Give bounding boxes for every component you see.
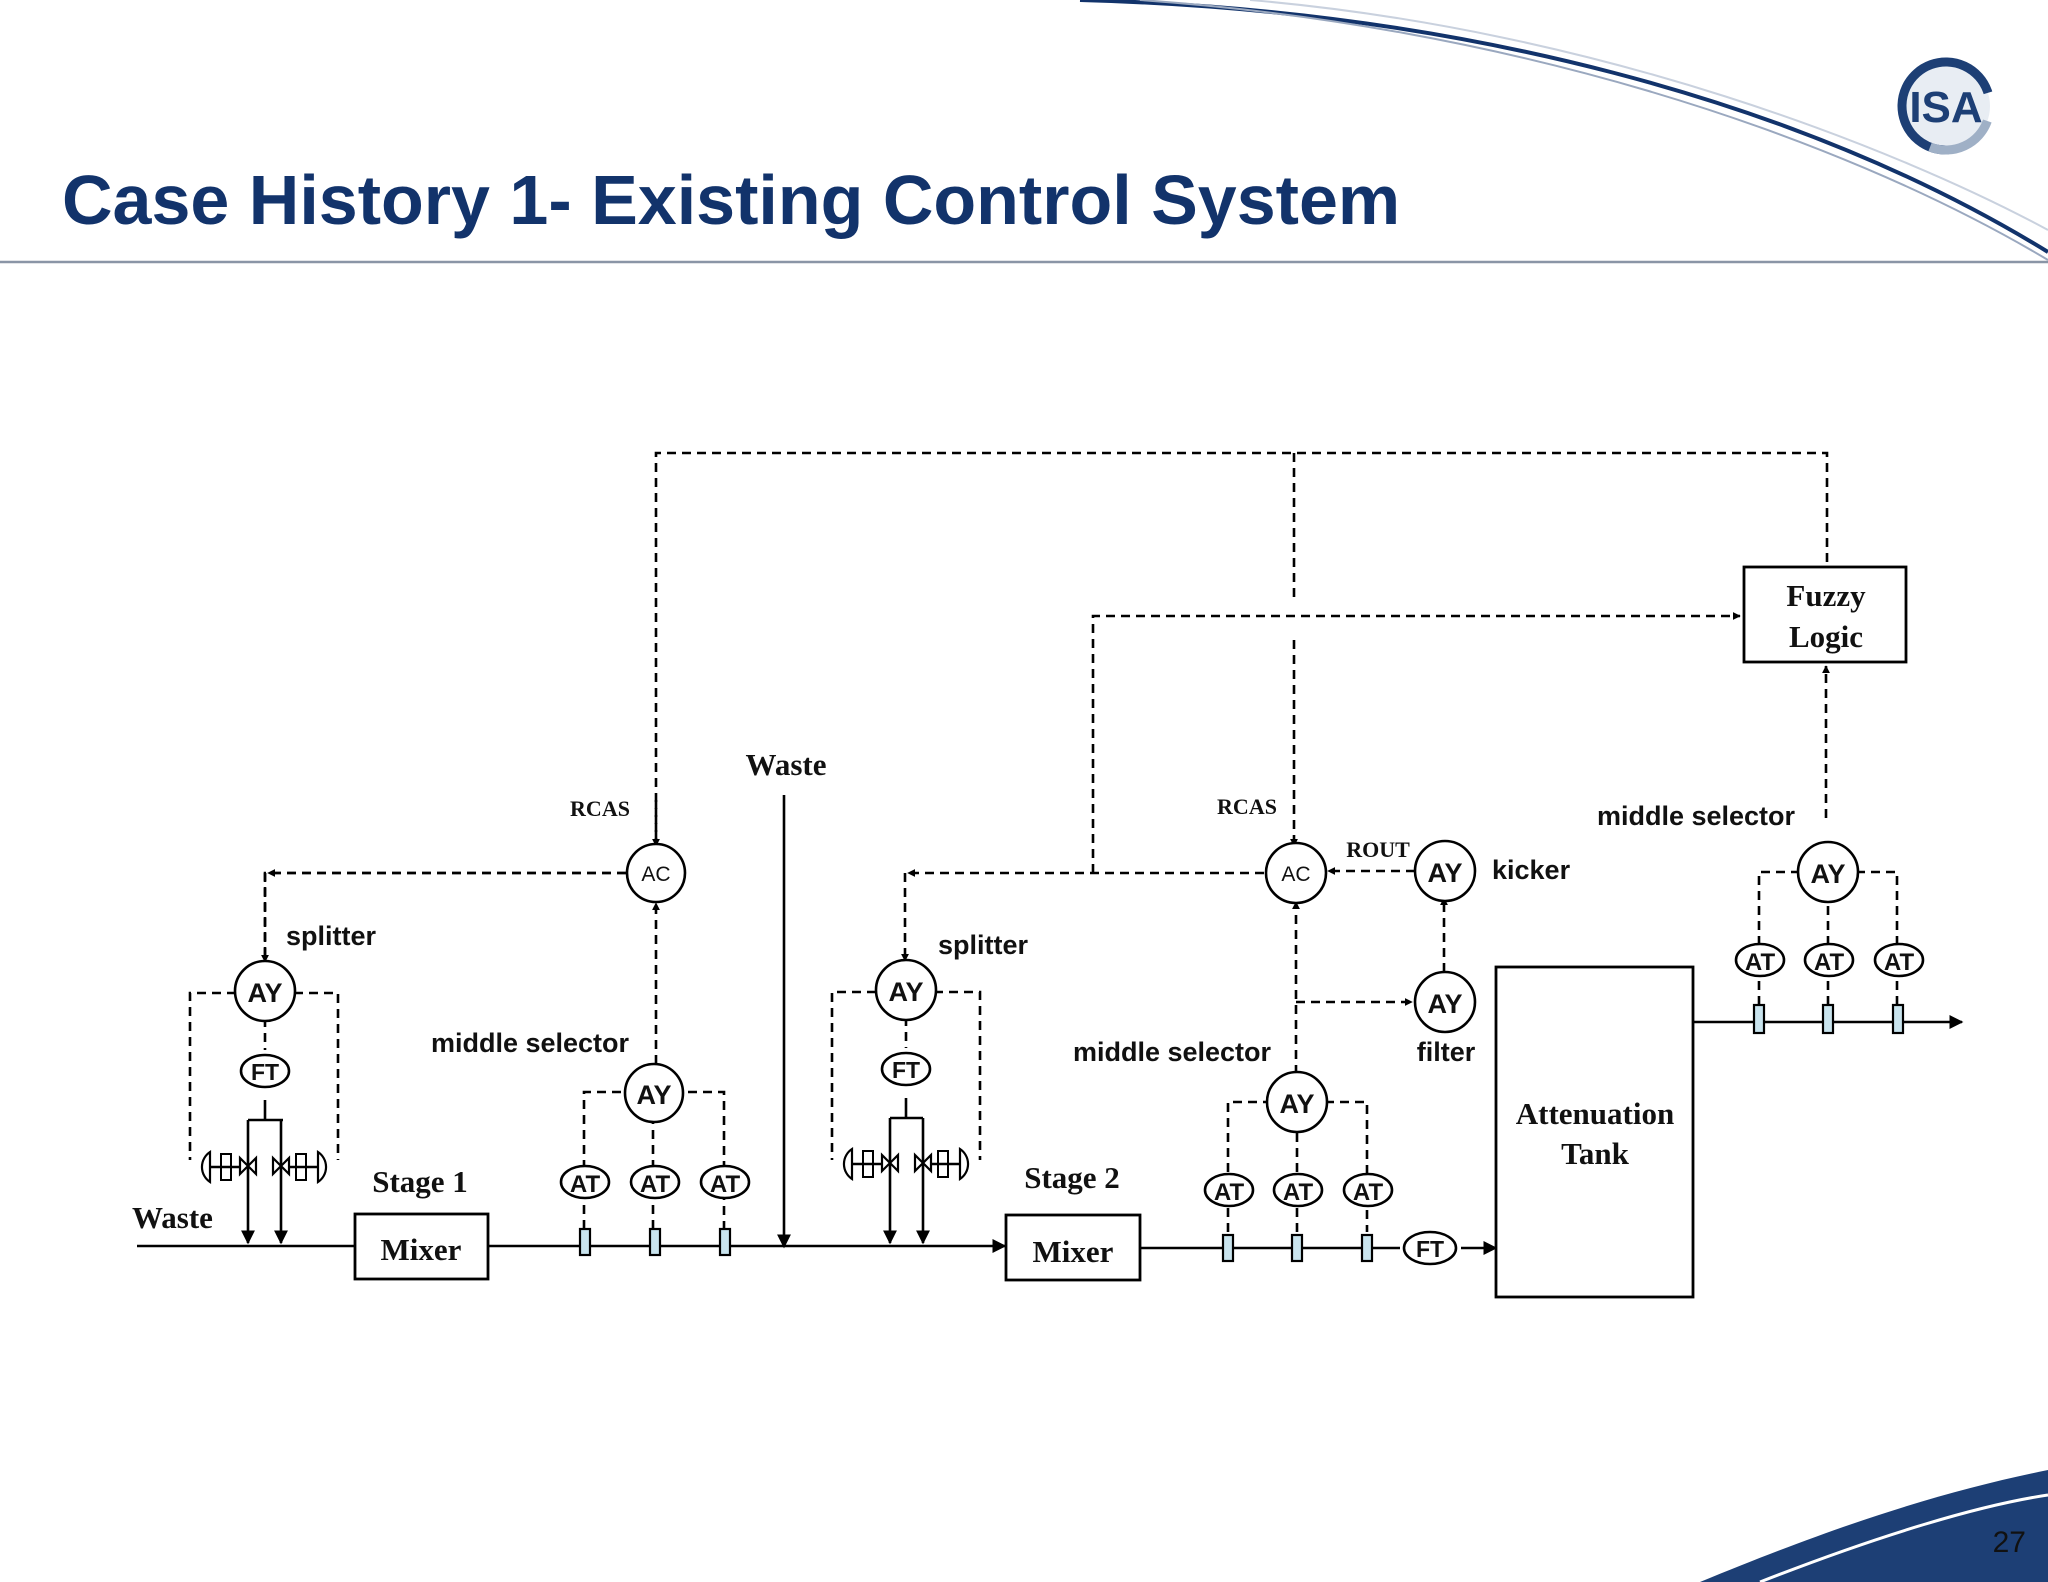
ft-tank-inlet: FT bbox=[1402, 1230, 1458, 1266]
logo-text: ISA bbox=[1909, 83, 1982, 132]
tank-label-line1: Attenuation bbox=[1516, 1096, 1674, 1131]
rout-label: ROUT bbox=[1346, 837, 1410, 862]
svg-text:AY: AY bbox=[1810, 859, 1845, 889]
header-swoosh bbox=[1079, 0, 2048, 261]
at-stage1-b: AT bbox=[629, 1164, 681, 1200]
ay-filter: AY bbox=[1413, 970, 1477, 1034]
ac-controller-1: AC bbox=[625, 842, 687, 904]
stage-1-label: Stage 1 bbox=[372, 1164, 468, 1199]
splitter1-valve-signals bbox=[188, 991, 340, 1160]
waste-left-label: Waste bbox=[132, 1200, 213, 1235]
ay-selector-3: AY bbox=[1796, 840, 1860, 904]
valve-assembly-2 bbox=[842, 1098, 970, 1245]
at-stage2-a: AT bbox=[1203, 1172, 1255, 1208]
svg-text:AT: AT bbox=[1745, 949, 1776, 976]
svg-text:FT: FT bbox=[251, 1059, 279, 1085]
rcas-1-label: RCAS bbox=[570, 796, 630, 821]
kicker-label: kicker bbox=[1492, 855, 1571, 885]
attenuation-tank bbox=[1494, 965, 1695, 1299]
ac-controller-2: AC bbox=[1264, 841, 1328, 905]
ac1-tag: AC bbox=[641, 863, 670, 886]
fuzzy-logic-block bbox=[1742, 565, 1908, 664]
middle-selector-1-label: middle selector bbox=[431, 1028, 630, 1058]
svg-text:AY: AY bbox=[1427, 989, 1462, 1019]
svg-text:AY: AY bbox=[636, 1080, 671, 1110]
at-stage3-c: AT bbox=[1873, 942, 1925, 978]
control-diagram: Mixer Mixer Attenuation Tank Fuzzy Logic bbox=[132, 451, 1964, 1299]
mixer-1-label: Mixer bbox=[381, 1232, 462, 1267]
filter-label: filter bbox=[1417, 1037, 1476, 1067]
ay-selector-1: AY bbox=[623, 1062, 685, 1124]
svg-text:FT: FT bbox=[1416, 1236, 1444, 1262]
ay-splitter-2: AY bbox=[874, 958, 938, 1022]
stage-2-label: Stage 2 bbox=[1024, 1160, 1120, 1195]
ft-splitter-2: FT bbox=[880, 1051, 932, 1087]
fuzzy-label-line2: Logic bbox=[1789, 619, 1863, 654]
middle-selector-3-label: middle selector bbox=[1597, 801, 1796, 831]
splitter-1-label: splitter bbox=[286, 921, 377, 951]
svg-text:AT: AT bbox=[640, 1171, 671, 1198]
footer-swoosh bbox=[1700, 1470, 2048, 1582]
stage-1-mixer bbox=[353, 1212, 490, 1281]
valve-assembly-1 bbox=[200, 1100, 328, 1245]
svg-text:AT: AT bbox=[1283, 1179, 1314, 1206]
slide-title: Case History 1- Existing Control System bbox=[62, 161, 1401, 239]
fuzzy-label-line1: Fuzzy bbox=[1786, 578, 1866, 613]
top-loop-signal bbox=[654, 451, 1829, 862]
mixer-2-label: Mixer bbox=[1033, 1234, 1114, 1269]
svg-text:AT: AT bbox=[710, 1171, 741, 1198]
page-number: 27 bbox=[1992, 1526, 2026, 1559]
svg-text:AY: AY bbox=[888, 977, 923, 1007]
analyzer-elements bbox=[578, 1003, 1905, 1263]
at-stage1-a: AT bbox=[559, 1164, 611, 1200]
ay-splitter-1: AY bbox=[233, 959, 297, 1023]
at-stage3-b: AT bbox=[1803, 942, 1855, 978]
at-stage3-a: AT bbox=[1734, 942, 1786, 978]
at-stage1-c: AT bbox=[699, 1164, 751, 1200]
middle-selector-2-label: middle selector bbox=[1073, 1037, 1272, 1067]
ay-kicker: AY bbox=[1413, 839, 1477, 903]
svg-text:AY: AY bbox=[247, 978, 282, 1008]
rcas-2-label: RCAS bbox=[1217, 794, 1277, 819]
svg-text:AT: AT bbox=[1814, 949, 1845, 976]
splitter-2-label: splitter bbox=[938, 930, 1029, 960]
at-stage2-b: AT bbox=[1272, 1172, 1324, 1208]
tank-label-line2: Tank bbox=[1561, 1136, 1630, 1171]
isa-logo: ISA bbox=[1897, 57, 1995, 155]
ft-splitter-1: FT bbox=[239, 1053, 291, 1089]
svg-text:AT: AT bbox=[570, 1171, 601, 1198]
svg-text:AT: AT bbox=[1353, 1179, 1384, 1206]
ac2-tag: AC bbox=[1281, 863, 1310, 886]
svg-text:FT: FT bbox=[892, 1057, 920, 1083]
ay-selector-2: AY bbox=[1265, 1070, 1329, 1134]
svg-text:AY: AY bbox=[1279, 1089, 1314, 1119]
svg-text:AY: AY bbox=[1427, 858, 1462, 888]
splitter2-valve-signals bbox=[830, 990, 982, 1160]
stage-2-mixer bbox=[1004, 1213, 1142, 1282]
svg-text:AT: AT bbox=[1884, 949, 1915, 976]
at-stage2-c: AT bbox=[1342, 1172, 1394, 1208]
fuzzy-feed-signal bbox=[1091, 612, 1741, 873]
waste-top-label: Waste bbox=[746, 747, 827, 782]
svg-text:AT: AT bbox=[1214, 1179, 1245, 1206]
